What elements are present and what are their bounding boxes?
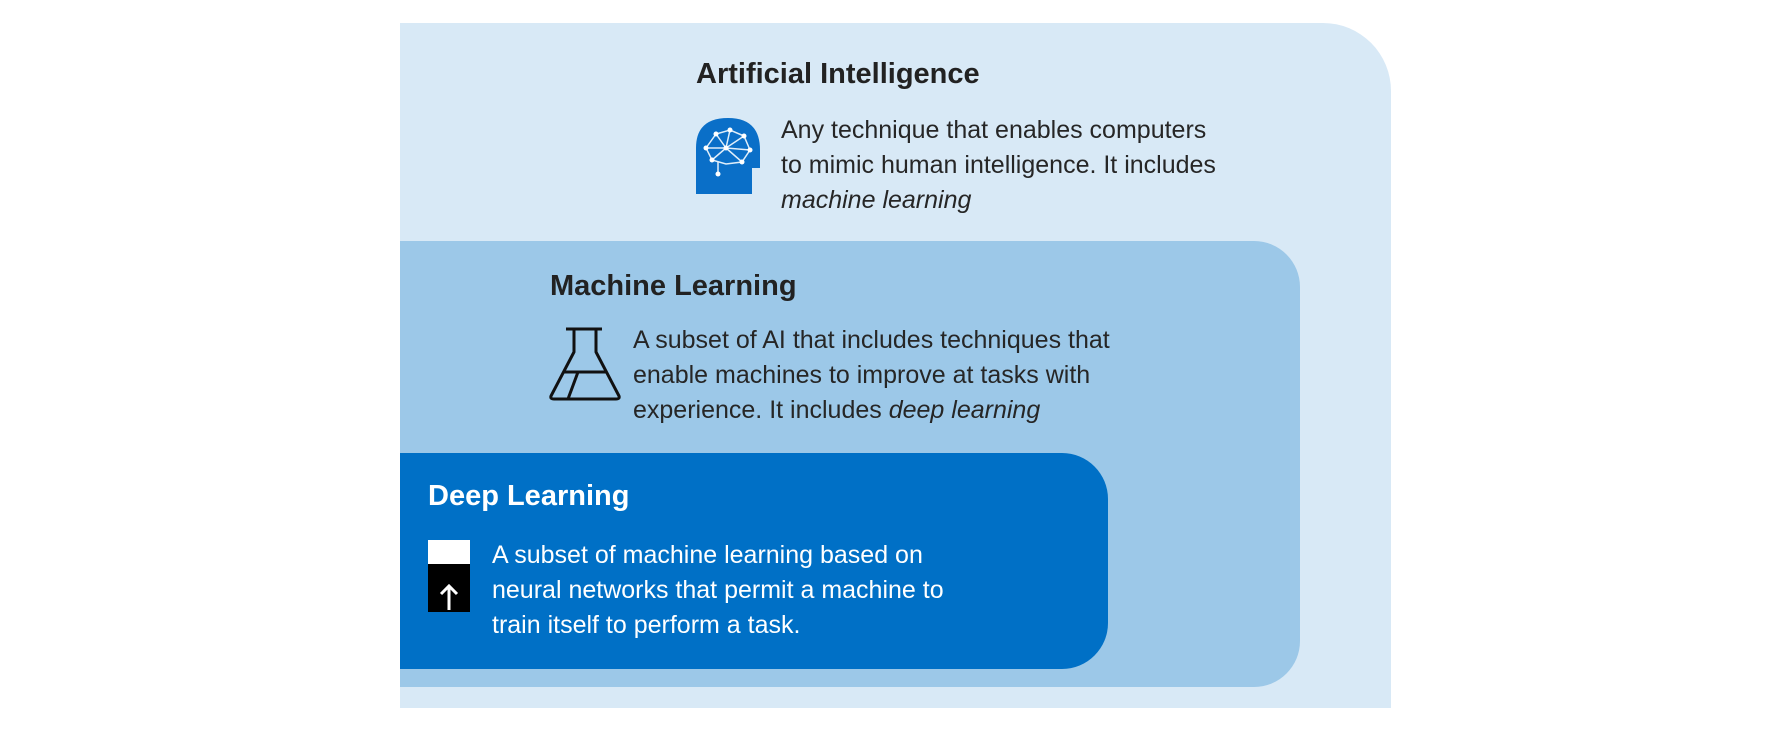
ai-desc-emphasis: machine learning — [781, 186, 972, 214]
dl-title: Deep Learning — [428, 480, 630, 512]
ai-title: Artificial Intelligence — [696, 58, 980, 90]
ml-description: A subset of AI that includes techniques … — [633, 323, 1110, 428]
dl-region — [400, 453, 1108, 669]
dl-description: A subset of machine learning based on ne… — [492, 538, 944, 643]
dl-desc-line: train itself to perform a task. — [492, 611, 801, 639]
upload-arrow-icon — [428, 540, 470, 612]
ai-desc-line: Any technique that enables computers — [781, 116, 1207, 144]
ml-desc-line: A subset of AI that includes techniques … — [633, 326, 1110, 354]
ml-desc-emphasis: deep learning — [888, 396, 1041, 424]
ml-title: Machine Learning — [550, 270, 797, 302]
flask-icon — [549, 327, 621, 401]
brain-head-icon — [696, 118, 760, 194]
dl-desc-line: neural networks that permit a machine to — [492, 576, 944, 604]
ai-desc-line: to mimic human intelligence. It includes — [781, 151, 1216, 179]
ml-desc-line: experience. It includes — [633, 396, 889, 424]
dl-desc-line: A subset of machine learning based on — [492, 541, 923, 569]
ai-description: Any technique that enables computers to … — [781, 113, 1216, 218]
ml-desc-line: enable machines to improve at tasks with — [633, 361, 1091, 389]
